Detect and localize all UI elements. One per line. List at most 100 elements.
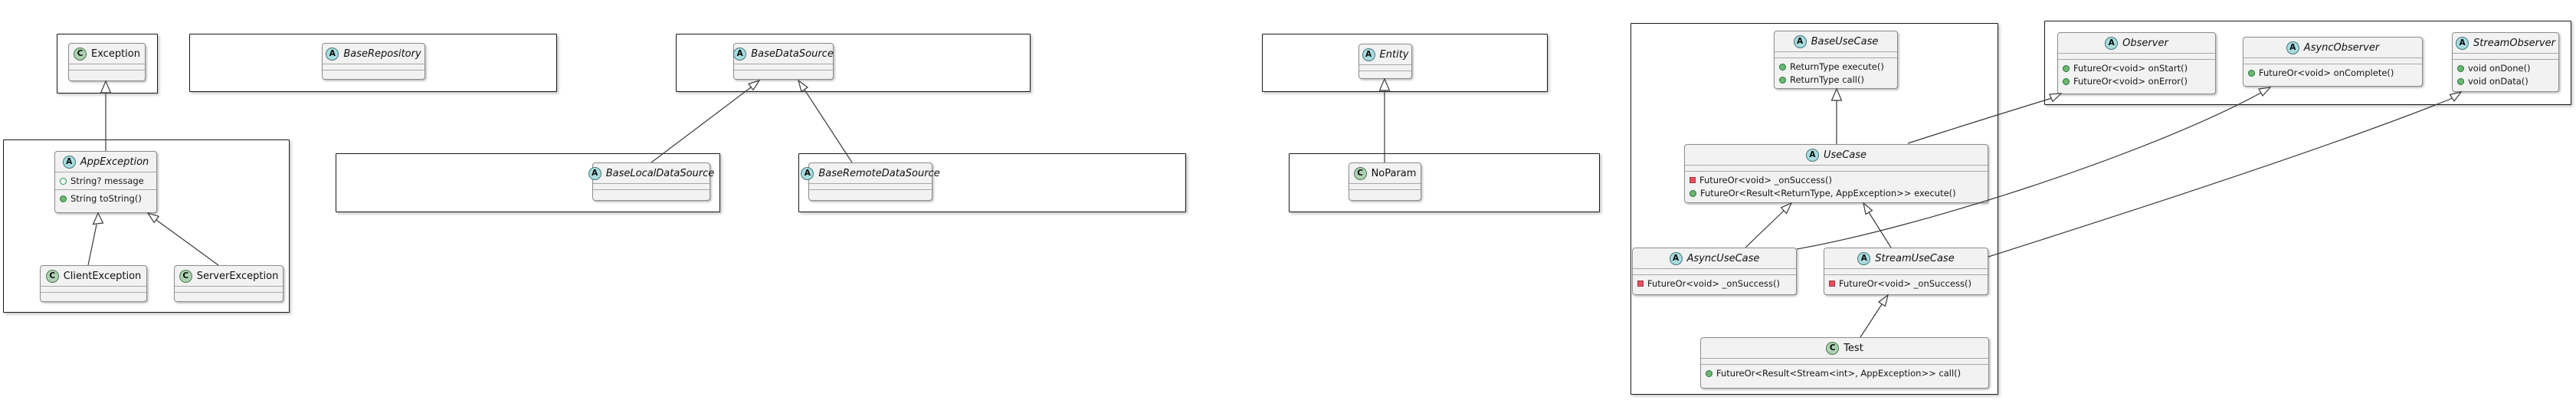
method-compartment: ReturnType execute()ReturnType call() [1775,58,1897,88]
method-compartment [323,71,424,79]
field-compartment [1701,359,1988,364]
field-compartment [593,184,710,189]
private-member-icon [1829,281,1835,287]
member-text: FutureOr<void> onStart() [2073,63,2188,74]
compartment-separator [1359,64,1411,65]
public-member-icon [2063,77,2070,85]
abstract-spot-icon: A [62,155,76,169]
method-compartment [175,293,283,301]
class-base-remote-data-source: A BaseRemoteDataSource [801,162,940,201]
edge-StreamUseCase-extends-StreamObserver [1988,91,2463,258]
compartment-separator [1824,274,1988,275]
class-name: AsyncObserver [2303,41,2380,54]
compartment-separator [593,183,710,184]
member-row: void onDone() [2457,62,2554,74]
package-title: wyatt_architecture::src::domain::usecase… [2045,5,2063,22]
member-text: FutureOr<void> _onSuccess() [1647,278,1781,289]
package-title: wyatt_architecture::src::domain::reposit… [190,18,208,35]
member-text: String toString() [70,193,142,204]
field-compartment [323,64,424,70]
member-text: FutureOr<Result<ReturnType, AppException… [1700,188,1956,199]
member-row: FutureOr<Result<Stream<int>, AppExceptio… [1706,367,1984,379]
member-row: FutureOr<void> onError() [2063,75,2211,87]
class-name: StreamObserver [2473,37,2555,49]
package-title: wyatt_architecture::src::domain::data_so… [677,18,695,35]
field-compartment [734,64,833,70]
member-text: ReturnType call() [1790,74,1864,85]
abstract-spot-icon: A [1793,34,1807,48]
public-member-icon [1779,76,1786,84]
method-compartment: FutureOr<void> onComplete() [2243,64,2422,86]
member-text: FutureOr<void> onComplete() [2259,67,2394,78]
method-compartment [1349,190,1421,200]
compartment-separator [1824,268,1988,269]
field-member-icon [60,177,67,185]
class-spot-icon: C [179,269,192,283]
package-body [676,34,1031,92]
class-name: ServerException [196,270,279,282]
member-text: void onDone() [2468,63,2531,74]
class-name: AsyncUseCase [1686,252,1760,264]
class-header: C ServerException [175,266,283,286]
compartment-separator [2243,57,2422,58]
class-spot-icon: C [1353,166,1367,180]
public-member-icon [2457,64,2464,72]
abstract-spot-icon: A [801,166,814,180]
method-compartment [809,190,932,200]
compartment-separator [2453,53,2558,54]
public-member-icon [2457,77,2464,85]
class-name: BaseDataSource [751,48,834,60]
compartment-separator [809,189,932,190]
member-row: ReturnType call() [1779,74,1893,86]
member-text: FutureOr<void> onError() [2073,76,2188,87]
method-compartment: FutureOr<void> _onSuccess()FutureOr<Resu… [1685,172,1988,202]
member-row: FutureOr<void> _onSuccess() [1829,277,1983,290]
class-name: Exception [91,48,140,60]
compartment-separator [809,183,932,184]
member-text: FutureOr<Result<Stream<int>, AppExceptio… [1716,368,1961,379]
method-compartment [734,71,833,79]
method-compartment: FutureOr<Result<Stream<int>, AppExceptio… [1701,365,1988,388]
field-compartment [41,287,146,292]
class-name: BaseLocalDataSource [605,167,715,179]
class-header: A BaseRemoteDataSource [801,163,940,183]
field-compartment [809,184,932,189]
method-compartment [69,71,145,80]
class-name: BaseRemoteDataSource [818,167,940,179]
package-title: wyatt_architecture::src::domain::data_so… [799,137,818,155]
compartment-separator [1701,364,1988,365]
field-compartment [1685,166,1988,171]
class-name: NoParam [1371,167,1417,179]
field-compartment [2453,54,2558,59]
compartment-separator [1349,189,1421,190]
class-name: Observer [2122,37,2168,49]
public-member-icon [1779,63,1786,71]
compartment-separator [41,292,146,293]
compartment-separator [1633,274,1796,275]
package-title: wyatt_architecture::src::domain::entitie… [1263,18,1281,35]
class-name: UseCase [1823,149,1867,161]
field-compartment [1824,269,1988,274]
field-compartment: String? message [55,172,156,189]
member-row: String? message [60,175,152,187]
class-name: Entity [1379,48,1409,61]
public-member-icon [2063,64,2070,72]
method-compartment: void onDone()void onData() [2453,60,2558,91]
field-compartment [175,287,283,292]
package-base_data_source: wyatt_architecture::src::domain::data_so… [676,17,1031,92]
class-name: Test [1844,342,1863,354]
